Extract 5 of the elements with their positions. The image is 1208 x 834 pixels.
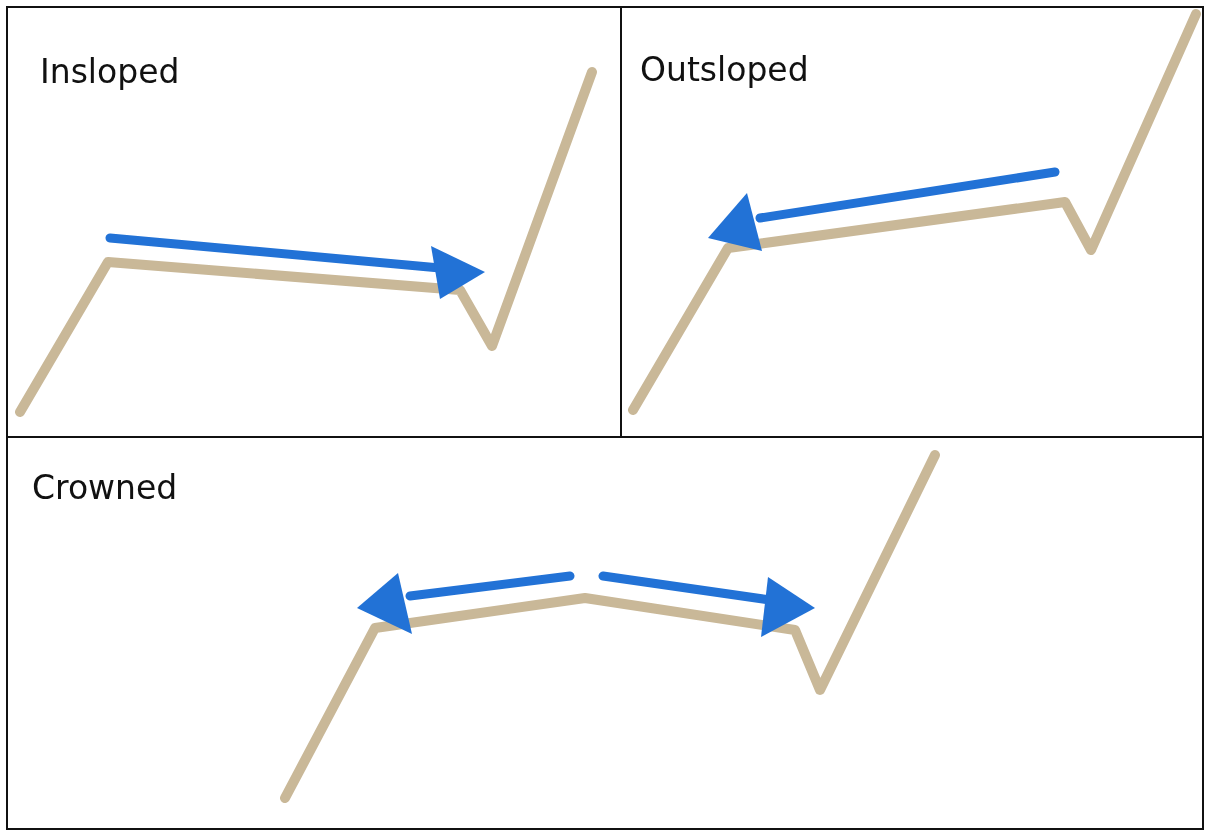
panel-box — [6, 6, 622, 438]
panel-title: Outsloped — [640, 50, 809, 89]
panel-title: Crowned — [32, 468, 178, 507]
panel-box — [6, 436, 1204, 830]
panel-title: Insloped — [40, 52, 180, 91]
